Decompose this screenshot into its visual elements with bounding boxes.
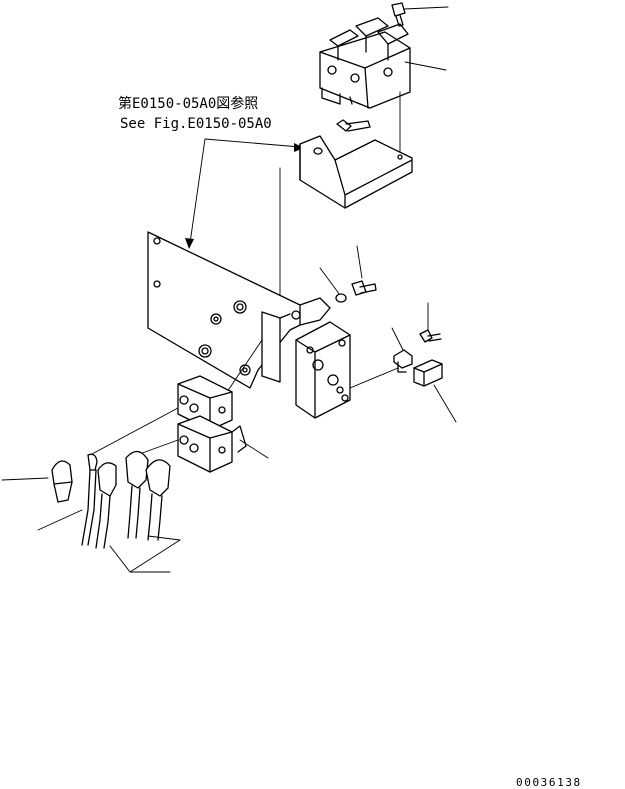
wire-3 <box>125 450 149 539</box>
upper-bolt <box>336 119 371 132</box>
upper-bracket <box>299 135 413 209</box>
terminal-boot-left <box>1 460 73 503</box>
top-bolt <box>391 2 449 27</box>
connector-cap <box>413 359 457 423</box>
wire-1 <box>37 453 98 546</box>
washer-and-bolt <box>319 245 377 303</box>
circuit-breaker-lower <box>177 415 247 473</box>
angle-bracket <box>261 311 291 383</box>
reference-note-japanese: 第E0150-05A0図参照 <box>118 95 258 112</box>
wire-clip <box>349 327 413 389</box>
wire-4 <box>145 459 171 541</box>
drawing-number: 00036138 <box>516 776 582 789</box>
reference-note-english: See Fig.E0150-05A0 <box>120 116 272 132</box>
wire-2 <box>95 462 117 549</box>
reference-arrows <box>185 138 304 249</box>
side-plate <box>295 321 351 419</box>
relay-box <box>319 17 447 109</box>
small-bolt-right <box>419 302 442 343</box>
